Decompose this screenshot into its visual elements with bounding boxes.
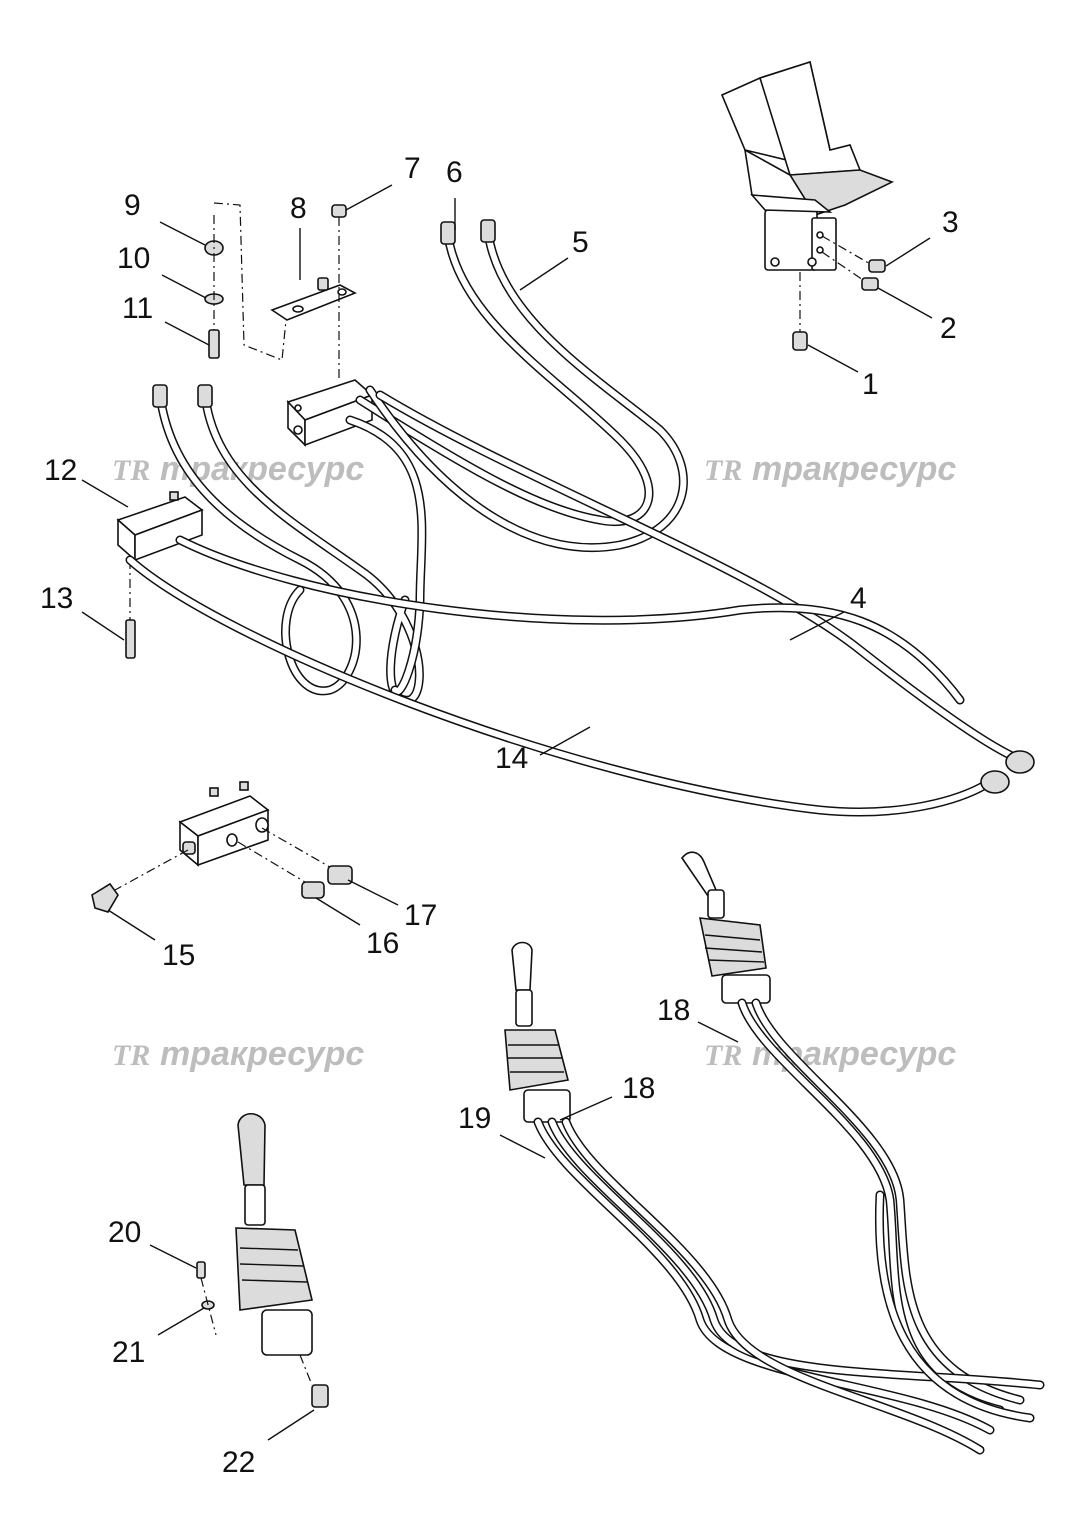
callout-4: 4 <box>850 582 867 615</box>
watermark-logo: TR <box>704 454 742 487</box>
valve-block-upper <box>286 379 374 447</box>
fitting-16 <box>301 881 325 899</box>
fitting-1 <box>792 331 808 351</box>
callout-5: 5 <box>572 226 589 259</box>
callout-18-upper: 18 <box>657 994 690 1027</box>
callout-2: 2 <box>940 312 957 345</box>
callout-16: 16 <box>366 927 399 960</box>
centerline <box>261 827 336 871</box>
watermark-top-right: TR тракресурс <box>704 450 956 488</box>
leader-lines <box>81 184 933 1441</box>
foot-pedal <box>720 60 895 271</box>
centerline <box>821 251 867 283</box>
callout-10: 10 <box>117 242 150 275</box>
centerline <box>299 1354 313 1386</box>
joystick-right <box>681 851 771 1004</box>
watermark-text: тракресурс <box>752 450 956 488</box>
callout-12: 12 <box>44 454 77 487</box>
joystick-hoses <box>533 998 1045 1455</box>
callout-3: 3 <box>942 206 959 239</box>
callout-6: 6 <box>446 156 463 189</box>
callout-13: 13 <box>40 582 73 615</box>
bracket-8 <box>270 277 357 321</box>
callout-21: 21 <box>112 1336 145 1369</box>
centerline <box>237 841 311 886</box>
watermark-logo: TR <box>112 1039 150 1072</box>
callout-labels: 1 2 3 4 5 6 7 8 9 10 11 12 13 14 15 16 1… <box>40 152 959 1479</box>
joystick-left <box>235 1112 313 1356</box>
screw-20 <box>196 1261 206 1279</box>
fitting-22 <box>311 1384 329 1408</box>
fitting-2 <box>861 277 879 291</box>
joystick-middle <box>504 941 571 1123</box>
watermark-bottom-right: TR тракресурс <box>704 1035 956 1073</box>
bolt-11 <box>208 329 220 359</box>
centerline <box>213 202 287 361</box>
hose-fittings <box>152 219 1035 794</box>
watermark-bottom-left: TR тракресурс <box>112 1035 364 1073</box>
nut-7 <box>331 204 347 218</box>
callout-18-lower: 18 <box>622 1072 655 1105</box>
hose-bundle <box>125 227 1015 817</box>
watermark-logo: TR <box>112 454 150 487</box>
fitting-17 <box>327 865 353 885</box>
callout-14: 14 <box>495 742 528 775</box>
callout-20: 20 <box>108 1216 141 1249</box>
valve-block-small <box>178 781 270 867</box>
watermark-logo: TR <box>704 1039 742 1072</box>
callout-1: 1 <box>862 368 879 401</box>
callout-9: 9 <box>124 189 141 222</box>
fitting-3 <box>868 259 886 273</box>
callout-22: 22 <box>222 1446 255 1479</box>
callout-15: 15 <box>162 939 195 972</box>
valve-block-12 <box>116 491 204 562</box>
centerline <box>114 849 189 891</box>
callout-7: 7 <box>404 152 421 185</box>
callout-17: 17 <box>404 899 437 932</box>
elbow-fitting-15 <box>91 882 119 913</box>
bolt-13 <box>125 619 136 659</box>
callout-19: 19 <box>458 1102 491 1135</box>
watermark-text: тракресурс <box>160 1035 364 1073</box>
callout-8: 8 <box>290 192 307 225</box>
callout-11: 11 <box>122 292 153 325</box>
